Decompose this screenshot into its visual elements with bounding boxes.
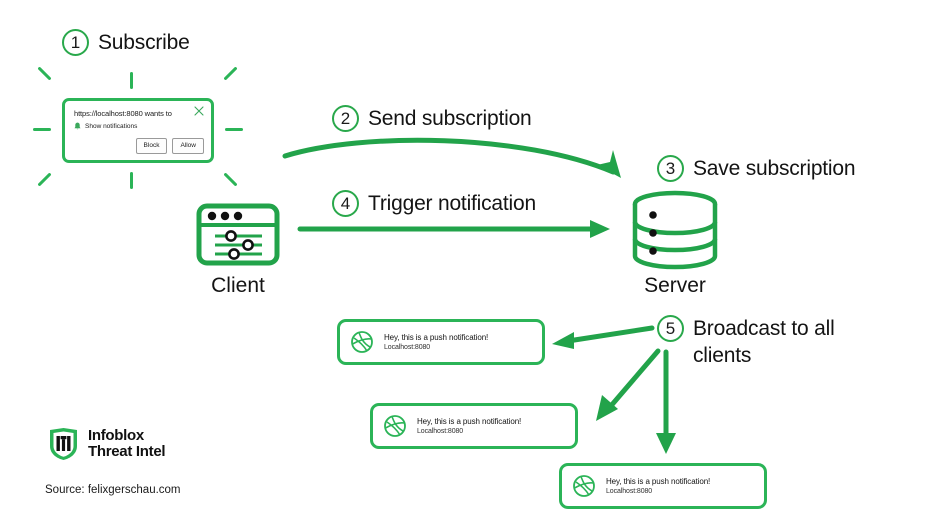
shine-mark-left xyxy=(33,128,51,131)
arrow-send-subscription xyxy=(282,137,643,193)
client-label: Client xyxy=(211,274,265,297)
notification-toast-2-text: Hey, this is a push notification! Localh… xyxy=(417,417,521,435)
notification-toast-1[interactable]: Hey, this is a push notification! Localh… xyxy=(337,319,545,365)
infoblox-logo: Infoblox Threat Intel xyxy=(48,427,166,461)
step-2-number: 2 xyxy=(332,105,359,132)
step-1: 1 Subscribe xyxy=(62,29,190,56)
arrow-trigger-notification xyxy=(297,218,616,240)
shine-mark-bottom-left xyxy=(37,172,52,187)
step-3-number: 3 xyxy=(657,155,684,182)
shield-icon xyxy=(48,427,79,461)
step-1-number: 1 xyxy=(62,29,89,56)
shine-mark-bottom xyxy=(130,172,133,189)
shine-mark-top-right xyxy=(223,66,238,81)
step-5: 5 Broadcast to all clients xyxy=(657,315,835,369)
shine-mark-right xyxy=(225,128,243,131)
shine-mark-top-left xyxy=(37,66,52,81)
notification-toast-2[interactable]: Hey, this is a push notification! Localh… xyxy=(370,403,578,449)
source-attribution: Source: felixgerschau.com xyxy=(45,484,181,496)
client-browser-icon xyxy=(196,203,280,266)
notification-toast-1-text: Hey, this is a push notification! Localh… xyxy=(384,333,488,351)
permission-dialog-origin: https://localhost:8080 wants to xyxy=(74,109,172,118)
brand-line-1: Infoblox xyxy=(88,427,144,444)
permission-request-row: Show notifications xyxy=(74,122,137,130)
step-2: 2 Send subscription xyxy=(332,105,532,132)
notification-toast-3-text: Hey, this is a push notification! Localh… xyxy=(606,477,710,495)
arrow-broadcast-diagonal xyxy=(586,345,666,430)
step-4-label: Trigger notification xyxy=(368,192,536,215)
arrow-broadcast-down xyxy=(653,348,679,458)
brand-line-2: Threat Intel xyxy=(88,443,166,460)
notification-title: Hey, this is a push notification! xyxy=(417,417,522,426)
permission-dialog-buttons: Block Allow xyxy=(135,138,204,154)
block-button[interactable]: Block xyxy=(135,138,168,154)
permission-dialog-permission: Show notifications xyxy=(85,122,138,130)
notification-title: Hey, this is a push notification! xyxy=(384,333,489,342)
notification-title: Hey, this is a push notification! xyxy=(606,477,711,486)
step-3-label: Save subscription xyxy=(693,157,856,180)
step-5-label: Broadcast to all clients xyxy=(693,317,835,367)
globe-icon xyxy=(383,414,407,438)
step-4-number: 4 xyxy=(332,190,359,217)
bell-icon xyxy=(74,122,81,130)
notification-subtitle: Localhost:8080 xyxy=(384,344,431,351)
step-4: 4 Trigger notification xyxy=(332,190,536,217)
notification-subtitle: Localhost:8080 xyxy=(606,488,653,495)
shine-mark-bottom-right xyxy=(223,172,238,187)
infoblox-wordmark: Infoblox Threat Intel xyxy=(88,427,166,460)
notification-permission-dialog[interactable]: https://localhost:8080 wants to Show not… xyxy=(62,98,214,163)
server-label: Server xyxy=(644,274,706,297)
arrow-broadcast-left xyxy=(548,322,658,352)
globe-icon xyxy=(350,330,374,354)
step-3: 3 Save subscription xyxy=(657,155,856,182)
step-5-number: 5 xyxy=(657,315,684,342)
shine-mark-top xyxy=(130,72,133,89)
step-1-label: Subscribe xyxy=(98,31,190,54)
notification-subtitle: Localhost:8080 xyxy=(417,428,464,435)
step-2-label: Send subscription xyxy=(368,107,532,130)
notification-toast-3[interactable]: Hey, this is a push notification! Localh… xyxy=(559,463,767,509)
globe-icon xyxy=(572,474,596,498)
allow-button[interactable]: Allow xyxy=(172,138,204,154)
server-database-icon xyxy=(631,190,719,270)
close-icon[interactable] xyxy=(194,106,204,116)
